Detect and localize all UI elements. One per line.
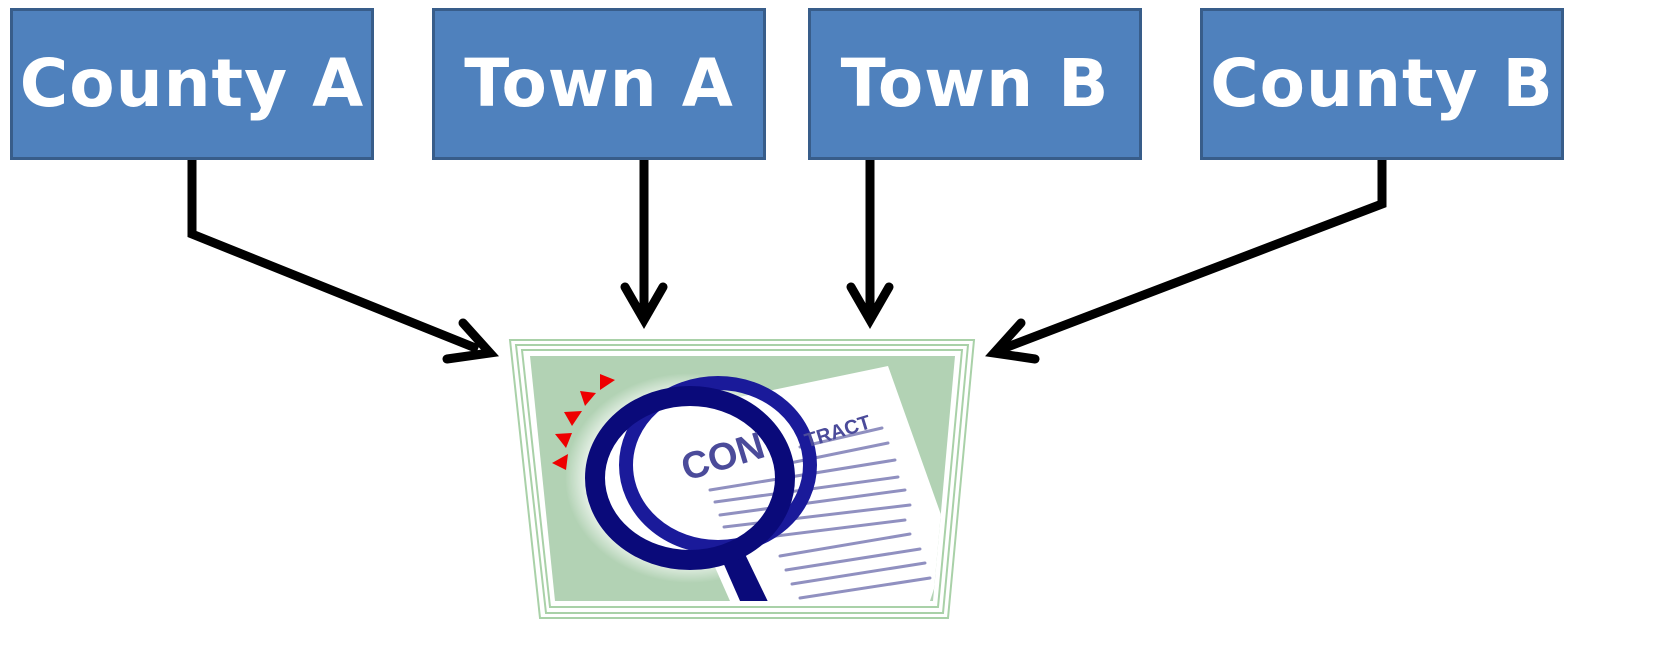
arrow-town-b	[846, 160, 894, 330]
magnifier-handle	[722, 552, 772, 601]
node-county-a: County A	[10, 8, 374, 160]
spark-marks	[552, 374, 615, 470]
node-label: Town B	[840, 45, 1110, 122]
node-town-b: Town B	[808, 8, 1142, 160]
magnifier-rim	[585, 386, 795, 570]
node-label: County A	[19, 45, 365, 122]
connectors	[187, 160, 1387, 364]
arrow-county-b	[985, 160, 1387, 364]
node-town-a: Town A	[432, 8, 766, 160]
node-county-b: County B	[1200, 8, 1564, 160]
document-frame	[508, 339, 976, 619]
contract-illustration: CON TRACT	[508, 339, 976, 619]
node-label: County B	[1210, 45, 1554, 122]
contract-text-lines	[708, 426, 932, 600]
arrow-town-a	[620, 160, 668, 330]
arrow-county-a	[187, 160, 500, 364]
node-label: Town A	[464, 45, 734, 122]
